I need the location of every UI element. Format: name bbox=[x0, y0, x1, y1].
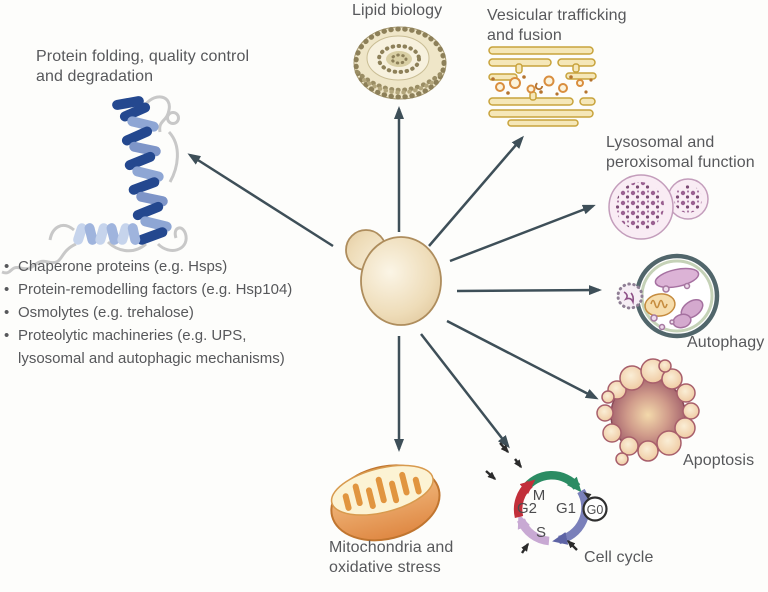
label-lysosomal-line1: Lysosomal and bbox=[606, 134, 715, 151]
bullet-marker bbox=[4, 324, 18, 370]
label-protein-folding: Protein folding, quality control and deg… bbox=[36, 47, 249, 87]
phase-label-g0: G0 bbox=[587, 503, 604, 517]
bullet-marker bbox=[4, 301, 18, 324]
phase-label-g2: G2 bbox=[517, 500, 537, 517]
bullet-marker bbox=[4, 255, 18, 278]
label-protein-folding-line2: and degradation bbox=[36, 68, 154, 85]
arrow-to-apoptosis bbox=[446, 319, 599, 400]
label-vesicular-line1: Vesicular trafficking bbox=[487, 7, 627, 24]
cycle-input-arrows bbox=[485, 442, 578, 554]
budding-yeast-cell-icon bbox=[345, 229, 442, 326]
protein-ribbon-icon bbox=[1, 95, 188, 275]
g0-circle bbox=[582, 496, 608, 522]
label-lysosomal: Lysosomal and peroxisomal function bbox=[606, 133, 755, 173]
phase-arc-s bbox=[517, 513, 550, 546]
blebbing-cell-icon bbox=[596, 358, 700, 466]
bullet-marker bbox=[4, 278, 18, 301]
arrow-to-cell-cycle bbox=[420, 333, 510, 449]
engulfed-mitochondrion bbox=[644, 293, 676, 317]
autophagic-vacuole-icon bbox=[616, 253, 720, 339]
bullet-text: Chaperone proteins (e.g. Hsps) bbox=[18, 258, 228, 275]
radiating-arrows bbox=[187, 106, 602, 452]
label-mitochondria: Mitochondria and oxidative stress bbox=[329, 538, 453, 578]
autophagosome-vesicle bbox=[616, 282, 644, 310]
bullet-text: Proteolytic machineries (e.g. UPS, lysos… bbox=[18, 327, 285, 367]
lysosome-peroxisome-icon bbox=[608, 174, 709, 240]
label-lysosomal-line2: peroxisomal function bbox=[606, 154, 755, 171]
phase-label-m: M bbox=[533, 487, 546, 504]
label-mitochondria-line1: Mitochondria and bbox=[329, 539, 454, 556]
label-mitochondria-line2: oxidative stress bbox=[329, 559, 441, 576]
phase-label-s: S bbox=[536, 524, 546, 541]
label-lipid-biology: Lipid biology bbox=[352, 2, 443, 19]
bullet-text: Osmolytes (e.g. trehalose) bbox=[18, 304, 194, 321]
arrow-to-protein-folding bbox=[187, 153, 334, 248]
bullet-text: Protein-remodelling factors (e.g. Hsp104… bbox=[18, 281, 293, 298]
list-item: Proteolytic machineries (e.g. UPS, lysos… bbox=[4, 324, 316, 370]
arrow-to-lysosomal bbox=[449, 204, 596, 263]
list-item: Protein-remodelling factors (e.g. Hsp104… bbox=[4, 278, 316, 301]
label-apoptosis: Apoptosis bbox=[683, 452, 755, 469]
arrow-to-vesicular-trafficking bbox=[428, 135, 524, 247]
cell-cycle-wheel-icon: M G2 G1 S G0 bbox=[485, 442, 608, 554]
list-item: Chaperone proteins (e.g. Hsps) bbox=[4, 255, 316, 278]
phase-arc-g2 bbox=[513, 479, 536, 518]
phase-label-g1: G1 bbox=[556, 500, 576, 517]
label-cell-cycle: Cell cycle bbox=[584, 549, 654, 566]
label-vesicular-line2: and fusion bbox=[487, 27, 562, 44]
list-item: Osmolytes (e.g. trehalose) bbox=[4, 301, 316, 324]
arrow-to-autophagy bbox=[456, 285, 602, 296]
chaperone-bullet-list: Chaperone proteins (e.g. Hsps) Protein-r… bbox=[4, 255, 316, 370]
golgi-stack-icon bbox=[488, 46, 597, 127]
label-protein-folding-line1: Protein folding, quality control bbox=[36, 48, 250, 65]
label-autophagy: Autophagy bbox=[687, 334, 765, 351]
phase-arc-g1 bbox=[552, 488, 590, 545]
liposome-icon bbox=[353, 26, 447, 100]
label-vesicular-trafficking: Vesicular trafficking and fusion bbox=[487, 6, 627, 46]
mitochondrion-icon bbox=[330, 464, 441, 542]
helix-vertical bbox=[112, 96, 172, 245]
helix-horizontal bbox=[73, 223, 141, 245]
